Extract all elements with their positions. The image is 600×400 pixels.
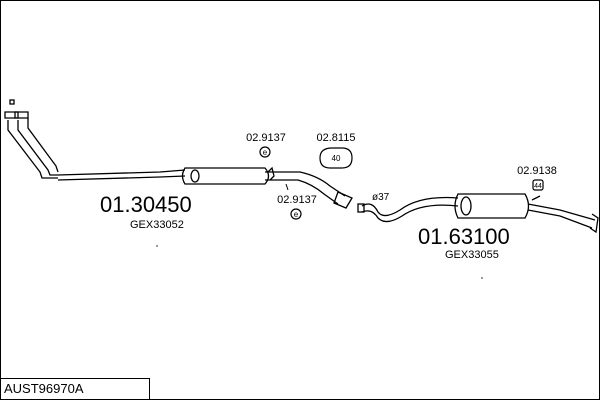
front-downpipe — [4, 99, 186, 181]
fitting-code: 02.8115 — [317, 132, 356, 144]
rear-silencer — [454, 193, 599, 234]
oe-number-center: GEX33052 — [130, 219, 184, 231]
oe-number-rear: GEX33055 — [445, 249, 499, 261]
fitting-bracket: 44 02.9138 — [517, 165, 557, 191]
fitting-hanger: 40 02.8115 — [317, 132, 356, 169]
reference-box: AUST96970A — [0, 378, 150, 399]
fitting-symbol: e — [263, 148, 268, 157]
pipe-diameter-label: ø37 — [372, 192, 390, 203]
fitting-symbol: e — [294, 210, 299, 219]
center-silencer — [181, 166, 353, 209]
fitting-symbol: 40 — [332, 154, 341, 163]
fitting-symbol: 44 — [534, 183, 542, 190]
fitting-code: 02.9138 — [517, 165, 557, 177]
fitting-clamp-2: e 02.9137 — [277, 183, 317, 220]
connecting-pipe — [357, 196, 459, 223]
reference-code: AUST96970A — [4, 381, 84, 396]
dot-mark — [156, 245, 158, 247]
fitting-code: 02.9137 — [246, 132, 286, 144]
part-number-rear: 01.63100 — [418, 224, 510, 249]
dot-mark — [481, 277, 483, 279]
fitting-code: 02.9137 — [277, 194, 317, 206]
part-number-center: 01.30450 — [100, 192, 192, 217]
fitting-clamp-1: e 02.9137 — [246, 132, 286, 158]
